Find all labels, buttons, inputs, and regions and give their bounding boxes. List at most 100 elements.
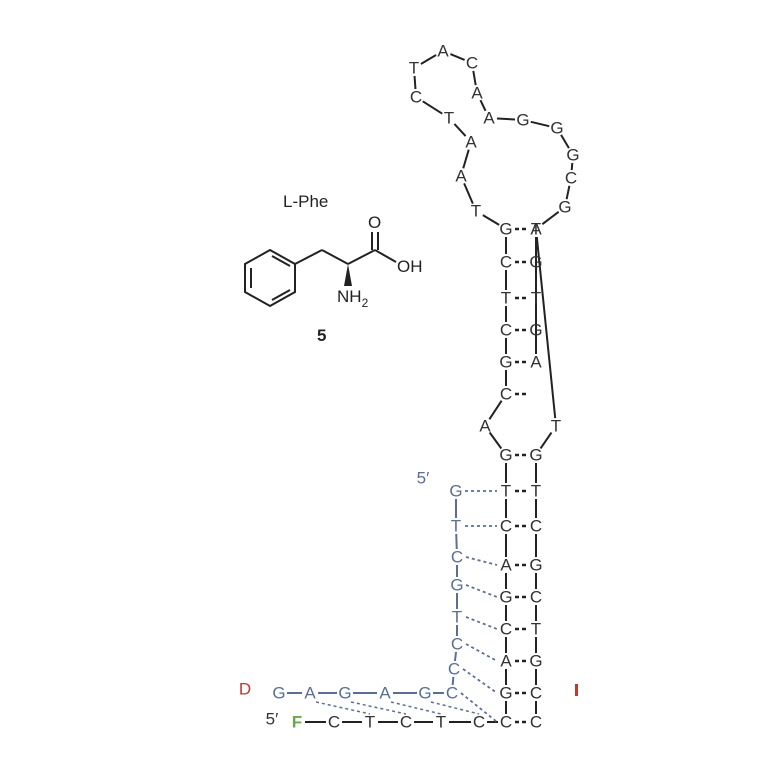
nucleotide: T <box>444 109 454 128</box>
red-marker <box>575 684 578 696</box>
fluorophore-label: F <box>292 713 302 732</box>
nucleotide: C <box>530 517 542 536</box>
blue-nucleotide: G <box>449 482 462 501</box>
aptamer-backbone <box>535 236 557 419</box>
compound-name: L-Phe <box>283 192 328 211</box>
nucleotide: G <box>558 198 571 217</box>
nucleotide: T <box>551 417 561 436</box>
blue-strand-pair <box>460 692 498 723</box>
compound-number: 5 <box>317 326 326 345</box>
nucleotide: G <box>516 111 529 130</box>
blue-nucleotide: T <box>452 608 462 627</box>
nucleotide: G <box>529 446 542 465</box>
aptamer-backbone <box>450 53 465 61</box>
blue-nucleotide: G <box>450 576 463 595</box>
nucleotide: C <box>565 169 577 188</box>
nucleotide: C <box>500 253 512 272</box>
aptamer-backbone <box>488 400 503 420</box>
nucleotide: G <box>529 321 542 340</box>
blue-nucleotide: T <box>451 517 461 536</box>
blue-bottom-pair <box>430 701 480 715</box>
aptamer-backbone <box>530 120 550 128</box>
nucleotide: T <box>531 289 541 308</box>
nucleotide: T <box>471 202 481 221</box>
nucleotide: T <box>531 620 541 639</box>
carbonyl-oxygen: O <box>368 213 381 232</box>
blue-strand-backbone <box>451 676 455 686</box>
blue-nucleotide: A <box>379 684 391 703</box>
bottom-strand-5prime-label: 5′ <box>266 710 279 729</box>
aptamer-backbone <box>462 149 470 169</box>
nucleotide: C <box>530 684 542 703</box>
nucleotide: T <box>531 482 541 501</box>
bottom-nucleotide: T <box>436 713 446 732</box>
nucleotide: A <box>479 417 491 436</box>
d-label: D <box>239 680 251 699</box>
aptamer-backbone <box>482 214 500 226</box>
blue-strand-pair <box>462 668 498 694</box>
blue-bottom-pair <box>390 701 442 715</box>
nucleotide: G <box>499 353 512 372</box>
nucleotide: C <box>500 321 512 340</box>
nucleotide: T <box>409 59 419 78</box>
blue-strand-pair <box>465 556 498 566</box>
nucleotide: G <box>529 253 542 272</box>
nucleotide: C <box>530 588 542 607</box>
backbone-bonds <box>287 53 574 723</box>
nucleotide: C <box>500 385 512 404</box>
blue-nucleotide: G <box>272 684 285 703</box>
nucleotide: A <box>437 42 449 61</box>
nucleotide: G <box>529 556 542 575</box>
hydroxyl-label: OH <box>397 257 423 276</box>
blue-nucleotide: G <box>418 684 431 703</box>
bottom-nucleotide: T <box>365 713 375 732</box>
nucleotide: T <box>501 482 511 501</box>
nucleotide: A <box>530 353 542 372</box>
aptamer-backbone <box>413 75 417 90</box>
nucleotide: A <box>500 556 512 575</box>
aptamer-backbone <box>420 54 437 65</box>
blue-nucleotide: C <box>446 684 458 703</box>
aptamer-backbone <box>565 185 571 200</box>
blue-nucleotide: C <box>448 660 460 679</box>
nucleotide: G <box>499 446 512 465</box>
blue-nucleotide: G <box>338 684 351 703</box>
bottom-nucleotide: C <box>328 713 340 732</box>
nucleotide: C <box>500 517 512 536</box>
aptamer-backbone <box>422 100 443 115</box>
aptamer-backbone <box>541 211 560 225</box>
nucleotide: C <box>410 88 422 107</box>
nucleotide: A <box>465 133 477 152</box>
nucleotide: C <box>500 620 512 639</box>
blue-strand-pair <box>465 584 498 598</box>
blue-nucleotide: C <box>451 635 463 654</box>
aptamer-backbone <box>453 123 467 137</box>
aptamer-backbone <box>472 70 477 86</box>
blue-bottom-pair <box>315 701 371 715</box>
blue-strand-pair <box>465 616 498 630</box>
benzene-ring <box>244 248 296 308</box>
nucleotide: T <box>501 289 511 308</box>
nucleotide: G <box>566 146 579 165</box>
nucleotide: A <box>483 109 495 128</box>
nucleotide: G <box>529 652 542 671</box>
bottom-nucleotide: C <box>473 713 485 732</box>
nucleotide: T <box>531 220 541 239</box>
aptamer-backbone <box>463 182 474 205</box>
nucleotide: C <box>500 713 512 732</box>
nucleotide: G <box>499 684 512 703</box>
nucleotide: G <box>499 220 512 239</box>
blue-nucleotide: A <box>304 684 316 703</box>
nucleotide: C <box>530 713 542 732</box>
phenylalanine-structure: L-Phe O OH NH2 5 <box>244 192 423 345</box>
amine-label: NH2 <box>337 287 369 310</box>
aptamer-backbone <box>539 432 553 449</box>
top-strand-5prime-label: 5′ <box>417 469 430 488</box>
base-pair-lines <box>315 227 527 724</box>
aptamer-backbone <box>570 162 574 171</box>
aptamer-backbone <box>496 117 516 121</box>
bottom-nucleotide: C <box>400 713 412 732</box>
aptamer-backbone <box>479 99 487 112</box>
